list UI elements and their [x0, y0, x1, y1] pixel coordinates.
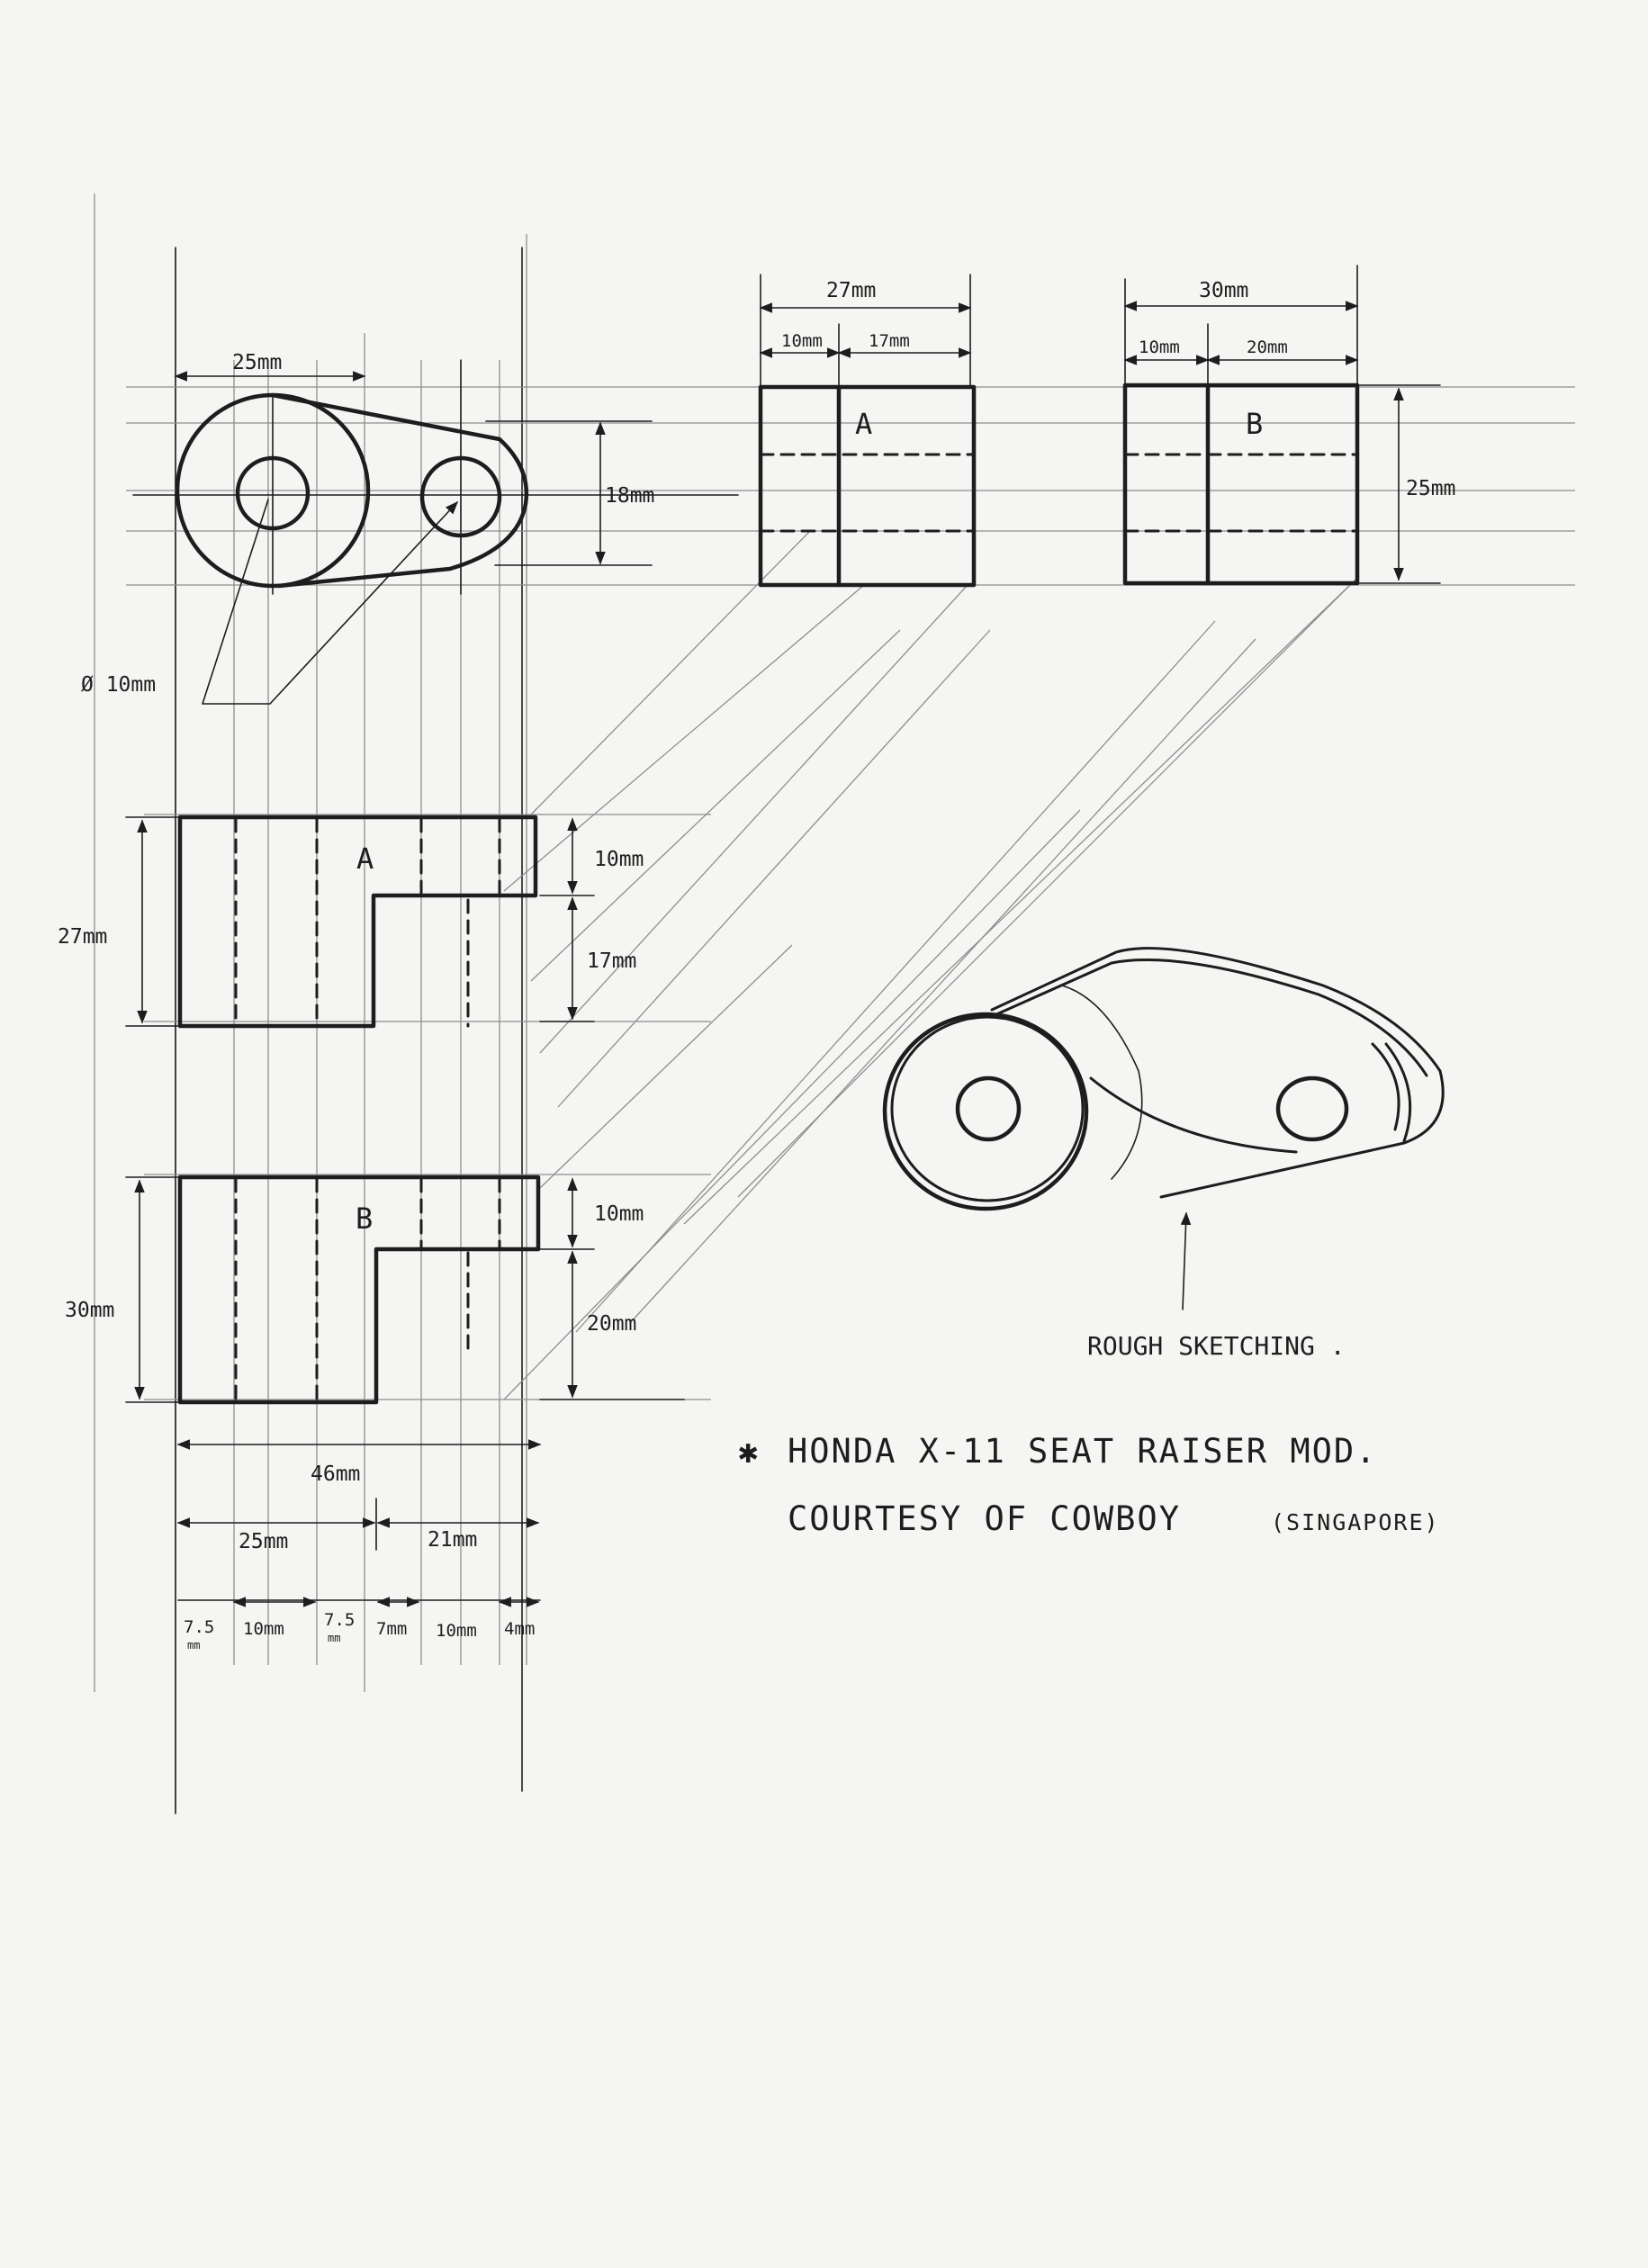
note-star: ✱: [738, 1432, 760, 1471]
rough-sketch: [882, 947, 1445, 1310]
note-courtesy: COURTESY OF COWBOY: [788, 1499, 1181, 1538]
construction-lines: [94, 194, 1575, 1814]
front-height-label: 18mm: [605, 484, 654, 508]
bottom-left-label: 25mm: [239, 1530, 288, 1553]
bottom-right-label: 21mm: [428, 1528, 477, 1552]
plan-a-top-step-label: 10mm: [594, 848, 644, 871]
small-dim-3: 7.5: [324, 1610, 355, 1630]
small-dim-6: 4mm: [504, 1619, 535, 1639]
side-b-right-label: 20mm: [1247, 338, 1288, 357]
plan-a-letter: A: [356, 842, 374, 876]
note-title: HONDA X-11 SEAT RAISER MOD.: [788, 1432, 1377, 1471]
sketch-label: ROUGH SKETCHING .: [1087, 1331, 1346, 1361]
plan-a-bottom-step-label: 17mm: [587, 950, 636, 973]
side-a-left-label: 10mm: [781, 331, 823, 351]
side-a-right-label: 17mm: [869, 331, 910, 351]
front-width-label: 25mm: [232, 351, 282, 374]
small-dim-1: 7.5: [184, 1617, 214, 1637]
plan-b-height-label: 30mm: [65, 1299, 114, 1322]
note-singapore: (SINGAPORE): [1271, 1509, 1440, 1535]
plan-b-letter: B: [356, 1202, 373, 1236]
small-dim-5: 10mm: [436, 1621, 477, 1641]
side-view-a: [758, 274, 977, 588]
side-b-left-label: 10mm: [1139, 338, 1180, 357]
side-a-overall-label: 27mm: [826, 279, 876, 302]
bottom-dimensions: [176, 1439, 542, 1607]
plan-view-a: [125, 814, 595, 1029]
side-b-letter: B: [1246, 407, 1263, 441]
front-view: [132, 359, 739, 705]
side-view-b: [1122, 265, 1441, 586]
plan-a-height-label: 27mm: [58, 925, 107, 949]
side-b-overall-label: 30mm: [1199, 279, 1248, 302]
plan-view-b: [125, 1174, 685, 1405]
small-dim-3-unit: mm: [328, 1632, 340, 1644]
bottom-overall-label: 46mm: [311, 1462, 360, 1486]
small-dim-4: 7mm: [376, 1619, 407, 1639]
small-dim-2: 10mm: [243, 1619, 284, 1639]
plan-b-top-step-label: 10mm: [594, 1202, 644, 1226]
hole-diameter-label: Ø 10mm: [81, 673, 156, 697]
bottom-small-dims: 7.5 mm 10mm 7.5 mm 7mm 10mm 4mm: [184, 1610, 535, 1652]
side-a-letter: A: [855, 407, 872, 441]
small-dim-1-unit: mm: [187, 1639, 200, 1652]
plan-b-bottom-step-label: 20mm: [587, 1312, 636, 1336]
side-b-height-label: 25mm: [1406, 477, 1455, 500]
